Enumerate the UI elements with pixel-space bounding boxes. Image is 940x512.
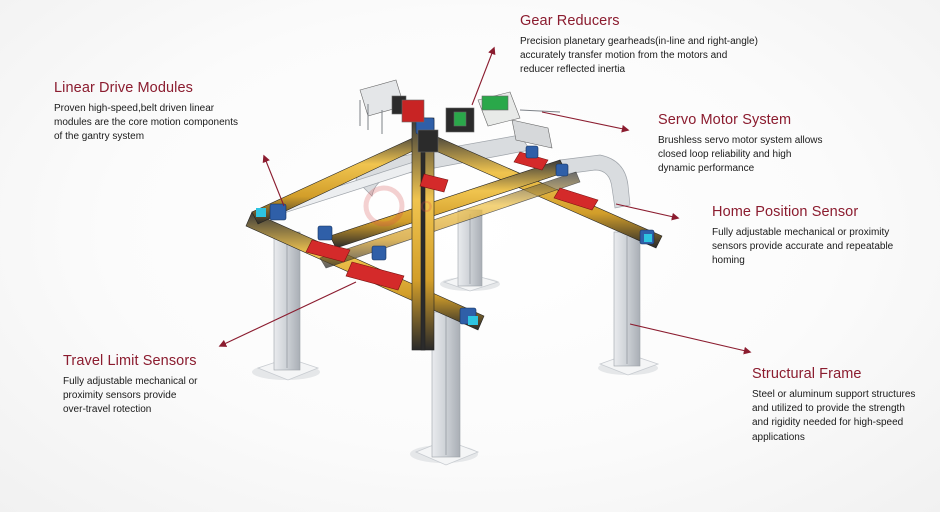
callout-gear-reducers: Gear Reducers Precision planetary gearhe… xyxy=(520,13,758,78)
callout-structural-frame: Structural Frame Steel or aluminum suppo… xyxy=(752,366,915,445)
arrow-home-position xyxy=(615,203,680,221)
arrow-structural-frame xyxy=(629,323,752,355)
callout-title: Gear Reducers xyxy=(520,13,620,29)
servo-motors xyxy=(359,79,553,153)
callout-title: Travel Limit Sensors xyxy=(63,353,197,369)
callout-title: Structural Frame xyxy=(752,366,862,382)
arrow-gear-reducers xyxy=(471,46,496,106)
callout-travel-limit-sensors: Travel Limit Sensors Fully adjustable me… xyxy=(63,353,198,418)
callout-title: Home Position Sensor xyxy=(712,204,859,220)
callout-description: Fully adjustable mechanical or proximity… xyxy=(63,376,198,416)
callout-home-position-sensor: Home Position Sensor Fully adjustable me… xyxy=(712,204,893,269)
callout-description: Precision planetary gearheads(in-line an… xyxy=(520,36,758,76)
callout-title: Servo Motor System xyxy=(658,112,792,128)
z-axis-rail xyxy=(411,117,435,351)
callout-title: Linear Drive Modules xyxy=(54,80,194,96)
arrow-travel-limit xyxy=(218,281,357,347)
callout-servo-motor-system: Servo Motor System Brushless servo motor… xyxy=(658,112,823,177)
arrow-servo-motor xyxy=(541,111,630,133)
carriage-sliders xyxy=(305,151,599,291)
callout-description: Fully adjustable mechanical or proximity… xyxy=(712,227,894,267)
callout-description: Brushless servo motor system allows clos… xyxy=(658,135,823,175)
cyan-sensor-blocks xyxy=(256,208,652,325)
watermark-logo: O xyxy=(363,185,432,227)
cable-lines xyxy=(359,100,561,134)
svg-text:O: O xyxy=(420,199,432,216)
callout-description: Steel or aluminum support structures and… xyxy=(752,389,916,443)
callout-linear-drive-modules: Linear Drive Modules Proven high-speed,b… xyxy=(54,80,238,145)
arrow-linear-drive xyxy=(262,154,285,207)
callout-arrows xyxy=(218,46,752,355)
callout-description: Proven high-speed,belt driven linear mod… xyxy=(54,103,238,143)
column-grooves xyxy=(286,214,628,455)
